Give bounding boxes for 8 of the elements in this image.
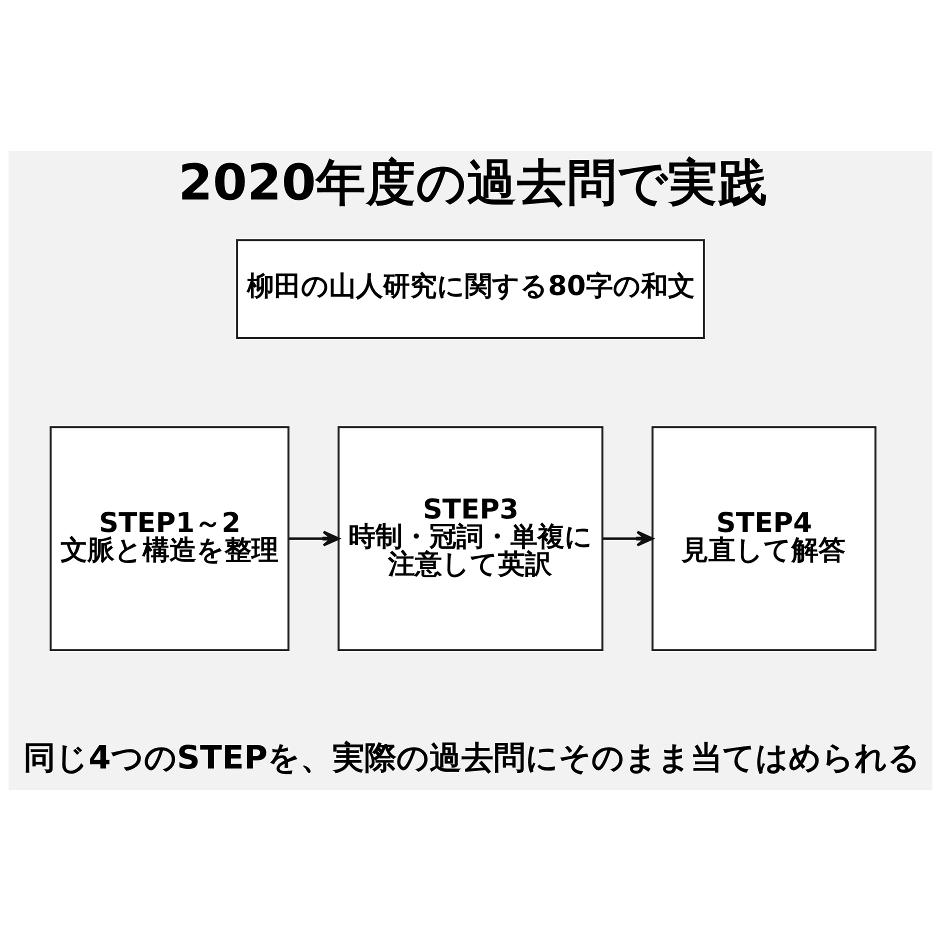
node-box: STEP4 見直して解答 [652, 426, 876, 652]
node-box: STEP1～2 文脈と構造を整理 [50, 426, 290, 652]
arrow [288, 530, 340, 547]
diagram-title: 2020年度の過去問で実践 [178, 153, 768, 212]
node-box: STEP3 時制・冠詞・単複に注意して英訳 [338, 426, 604, 652]
arrow [602, 530, 654, 547]
caption: 同じ4つのSTEPを、実際の過去問にそのまま当てはめられる [23, 738, 921, 777]
node-box: 柳田の山人研究に関する80字の和文 [236, 239, 705, 339]
